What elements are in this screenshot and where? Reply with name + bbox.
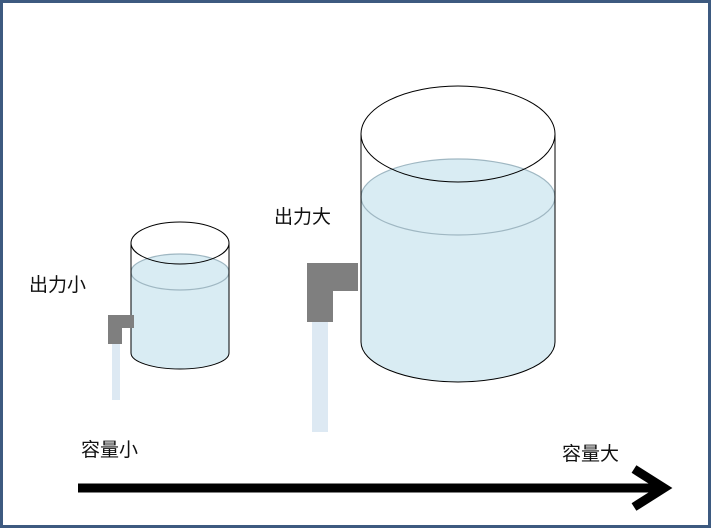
small-tank-water-surface	[131, 254, 229, 290]
small-tank	[131, 222, 229, 369]
large-tank-water-surface	[361, 159, 555, 235]
large-output-label: 出力大	[274, 208, 331, 227]
small-output-label: 出力小	[29, 276, 86, 295]
capacity-arrow	[78, 469, 664, 507]
small-outflow	[108, 315, 134, 400]
large-stream	[312, 315, 328, 432]
large-outflow	[307, 263, 358, 432]
small-capacity-label: 容量小	[81, 441, 138, 460]
small-stream	[112, 342, 120, 400]
large-capacity-label: 容量大	[562, 445, 619, 464]
large-pipe	[307, 263, 358, 322]
small-pipe	[108, 315, 134, 344]
large-tank	[361, 86, 555, 382]
